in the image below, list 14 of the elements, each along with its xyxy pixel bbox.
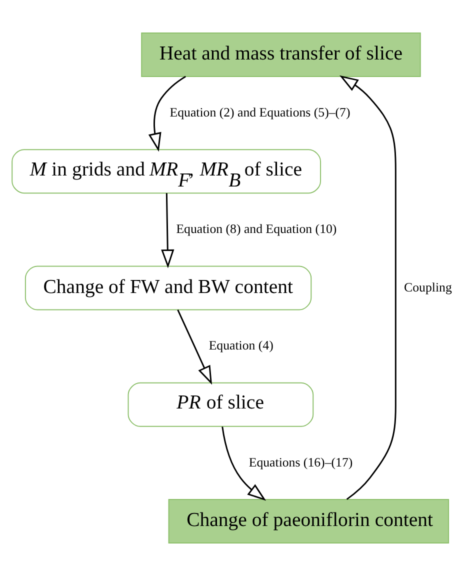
arrow [148,76,186,152]
edge-label: Equation (2) and Equations (5)–(7) [170,105,350,120]
edge-label: Equation (8) and Equation (10) [176,222,337,236]
arrow [161,193,174,268]
edge-label: Coupling [404,280,452,294]
arrow [177,309,212,385]
arrow [339,75,396,500]
arrow [222,426,266,501]
node-box: Change of paeoniflorin content [168,499,450,544]
node-box: Heat and mass transfer of slice [141,32,421,77]
node-box: Change of FW and BW content [24,266,312,310]
edge-label: Equations (16)–(17) [248,455,353,470]
node-box: PR of slice [128,382,314,427]
edge-label: Equation (4) [208,338,274,353]
